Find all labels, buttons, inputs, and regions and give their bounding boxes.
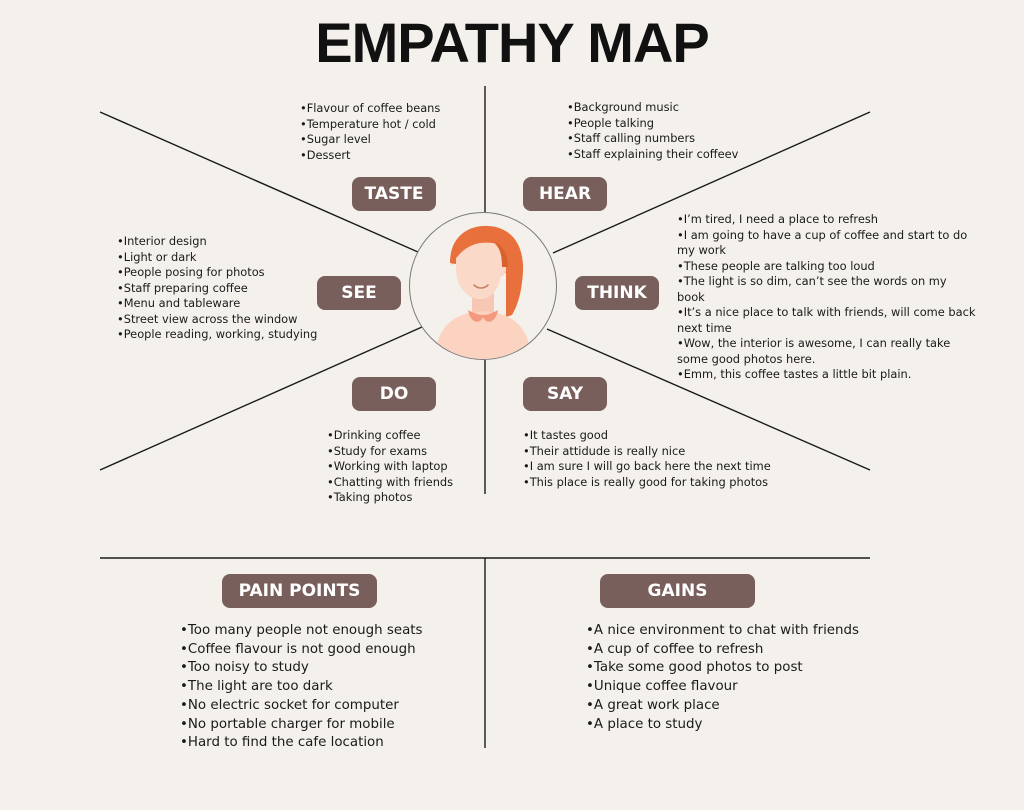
list-item: It’s a nice place to talk with friends, … xyxy=(677,305,977,336)
list-item: This place is really good for taking pho… xyxy=(523,475,771,491)
list-item: No portable charger for mobile xyxy=(180,716,423,735)
divider-upper-left xyxy=(99,111,419,253)
list-item: Too many people not enough seats xyxy=(180,622,423,641)
list-item: Working with laptop xyxy=(327,459,453,475)
list-item: Light or dark xyxy=(117,250,317,266)
list-item: Hard to find the cafe location xyxy=(180,734,423,753)
list-item: People posing for photos xyxy=(117,265,317,281)
taste-list: Flavour of coffee beans Temperature hot … xyxy=(300,101,441,164)
list-item: It tastes good xyxy=(523,428,771,444)
list-item: Study for exams xyxy=(327,444,453,460)
list-item: Chatting with friends xyxy=(327,475,453,491)
divider-lower-left xyxy=(99,326,423,471)
think-label: THINK xyxy=(575,276,659,310)
list-item: Dessert xyxy=(300,148,440,164)
see-list: Interior design Light or dark People pos… xyxy=(117,234,318,343)
do-label: DO xyxy=(352,377,436,411)
list-item: No electric socket for computer xyxy=(180,697,423,716)
list-item: Drinking coffee xyxy=(327,428,453,444)
hear-list: Background music People talking Staff ca… xyxy=(567,100,739,163)
page-title: EMPATHY MAP xyxy=(315,11,709,74)
gains-label: GAINS xyxy=(600,574,755,608)
list-item: I am sure I will go back here the next t… xyxy=(523,459,771,475)
divider-upper-right xyxy=(552,111,871,254)
list-item: Sugar level xyxy=(300,132,440,148)
list-item: Unique coffee flavour xyxy=(586,678,859,697)
list-item: Take some good photos to post xyxy=(586,659,859,678)
list-item: Too noisy to study xyxy=(180,659,423,678)
list-item: Staff preparing coffee xyxy=(117,281,317,297)
list-item: Their attidude is really nice xyxy=(523,444,771,460)
list-item: Taking photos xyxy=(327,490,453,506)
list-item: Emm, this coffee tastes a little bit pla… xyxy=(677,367,977,383)
list-item: People talking xyxy=(567,116,738,132)
divider-lower-right xyxy=(546,328,871,471)
list-item: Interior design xyxy=(117,234,317,250)
list-item: Flavour of coffee beans xyxy=(300,101,441,117)
gains-list: A nice environment to chat with friends … xyxy=(586,622,859,734)
list-item: Background music xyxy=(567,100,738,116)
hear-label: HEAR xyxy=(523,177,607,211)
pain-points-list: Too many people not enough seats Coffee … xyxy=(180,622,423,753)
list-item: Menu and tableware xyxy=(117,296,317,312)
taste-label: TASTE xyxy=(352,177,436,211)
see-label: SEE xyxy=(317,276,401,310)
say-list: It tastes good Their attidude is really … xyxy=(523,428,771,490)
list-item: These people are talking too loud xyxy=(677,259,977,275)
woman-avatar-icon xyxy=(434,225,532,359)
list-item: The light are too dark xyxy=(180,678,423,697)
think-list: I’m tired, I need a place to refresh I a… xyxy=(677,212,977,383)
say-label: SAY xyxy=(523,377,607,411)
list-item: Wow, the interior is awesome, I can real… xyxy=(677,336,977,367)
list-item: A great work place xyxy=(586,697,859,716)
list-item: A nice environment to chat with friends xyxy=(586,622,859,641)
list-item: I’m tired, I need a place to refresh xyxy=(677,212,977,228)
pain-points-label: PAIN POINTS xyxy=(222,574,377,608)
list-item: Staff calling numbers xyxy=(567,131,738,147)
list-item: Staff explaining their coffeev xyxy=(567,147,739,163)
list-item: A place to study xyxy=(586,716,859,735)
list-item: I am going to have a cup of coffee and s… xyxy=(677,228,977,259)
list-item: Temperature hot / cold xyxy=(300,117,440,133)
avatar xyxy=(409,212,557,360)
list-item: A cup of coffee to refresh xyxy=(586,641,859,660)
do-list: Drinking coffee Study for exams Working … xyxy=(327,428,453,506)
list-item: Street view across the window xyxy=(117,312,317,328)
list-item: The light is so dim, can’t see the words… xyxy=(677,274,977,305)
list-item: People reading, working, studying xyxy=(117,327,318,343)
list-item: Coffee flavour is not good enough xyxy=(180,641,423,660)
